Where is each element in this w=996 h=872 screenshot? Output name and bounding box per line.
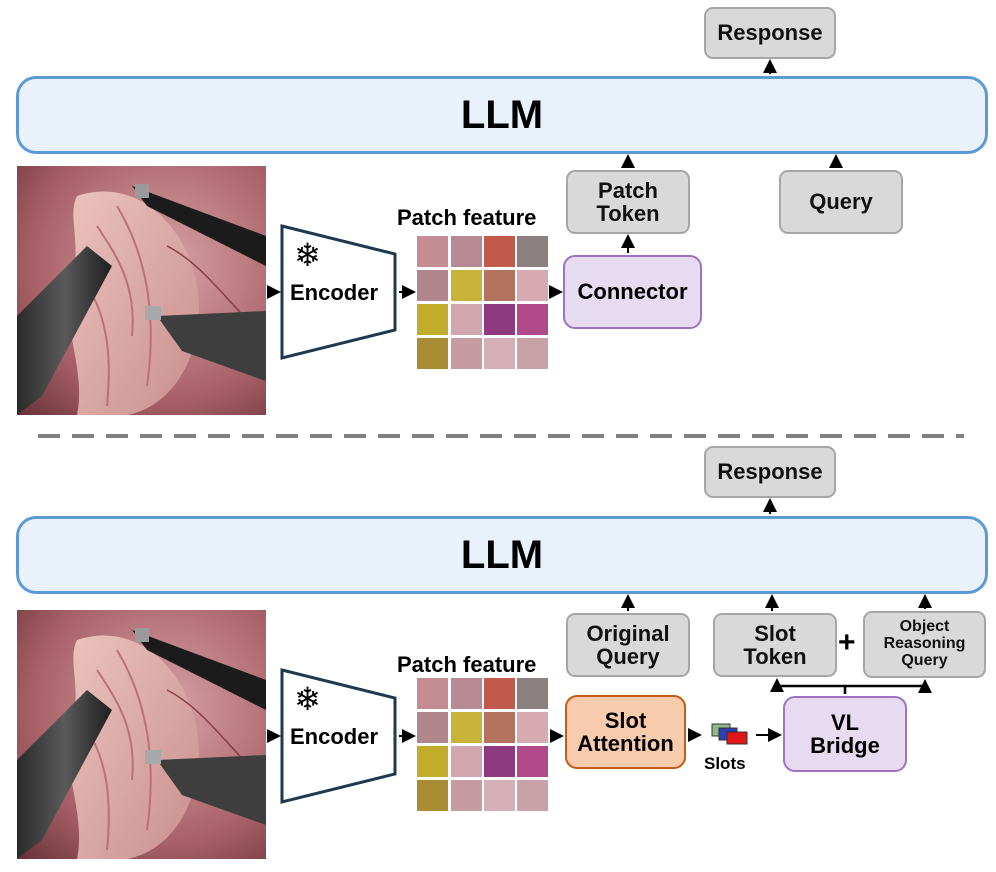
patch-cell bbox=[451, 746, 482, 777]
patch-cell bbox=[517, 304, 548, 335]
bottom-object-reasoning-query-label: Object Reasoning Query bbox=[883, 618, 966, 669]
bottom-vl-bridge-box: VL Bridge bbox=[783, 696, 907, 772]
bottom-patch-feature-label: Patch feature bbox=[397, 652, 537, 677]
patch-cell bbox=[451, 780, 482, 811]
bottom-surgical-image bbox=[17, 610, 266, 859]
top-llm-box: LLM bbox=[16, 76, 988, 154]
patch-cell bbox=[484, 780, 515, 811]
patch-cell bbox=[484, 270, 515, 301]
bottom-response-box: Response bbox=[704, 446, 836, 498]
top-snowflake-icon: ❄ bbox=[294, 237, 321, 273]
patch-cell bbox=[517, 746, 548, 777]
top-surgical-image bbox=[17, 166, 266, 415]
bottom-original-query-box: Original Query bbox=[566, 613, 690, 677]
top-patch-token-label: Patch Token bbox=[596, 177, 660, 226]
top-encoder-label: Encoder bbox=[290, 280, 379, 305]
patch-cell bbox=[517, 338, 548, 369]
patch-cell bbox=[451, 270, 482, 301]
patch-cell bbox=[417, 780, 448, 811]
top-query-box: Query bbox=[779, 170, 903, 234]
bottom-slot-token-label: Slot Token bbox=[743, 620, 807, 669]
bottom-patch-grid bbox=[417, 678, 548, 812]
top-patch-token-box: Patch Token bbox=[566, 170, 690, 234]
patch-cell bbox=[484, 746, 515, 777]
bottom-slot-attention-label: Slot Attention bbox=[577, 707, 674, 756]
top-patch-grid bbox=[417, 236, 548, 370]
top-encoder-trapezoid bbox=[280, 224, 397, 360]
bottom-llm-box: LLM bbox=[16, 516, 988, 594]
patch-cell bbox=[417, 712, 448, 743]
bottom-original-query-label: Original Query bbox=[586, 620, 670, 669]
patch-cell bbox=[417, 678, 448, 709]
patch-cell bbox=[417, 236, 448, 267]
patch-cell bbox=[451, 712, 482, 743]
section-divider bbox=[38, 434, 964, 438]
top-surgical-image-drawing bbox=[17, 166, 266, 415]
patch-cell bbox=[417, 304, 448, 335]
patch-cell bbox=[517, 780, 548, 811]
patch-cell bbox=[484, 712, 515, 743]
patch-cell bbox=[484, 678, 515, 709]
bottom-encoder-label: Encoder bbox=[290, 724, 379, 749]
patch-cell bbox=[517, 712, 548, 743]
bottom-surgical-image-drawing bbox=[17, 610, 266, 859]
bottom-slot-token-box: Slot Token bbox=[713, 613, 837, 677]
top-connector-box: Connector bbox=[563, 255, 702, 329]
patch-cell bbox=[451, 338, 482, 369]
top-response-label: Response bbox=[717, 20, 823, 46]
bottom-snowflake-icon: ❄ bbox=[294, 681, 321, 717]
bottom-vl-bridge-label: VL Bridge bbox=[810, 709, 880, 758]
slots-label: Slots bbox=[704, 754, 746, 773]
patch-cell bbox=[517, 678, 548, 709]
patch-cell bbox=[417, 270, 448, 301]
top-query-label: Query bbox=[809, 189, 873, 215]
top-patch-feature-label: Patch feature bbox=[397, 205, 537, 230]
patch-cell bbox=[517, 236, 548, 267]
top-connector-label: Connector bbox=[577, 279, 688, 305]
patch-cell bbox=[484, 304, 515, 335]
bottom-slot-attention-box: Slot Attention bbox=[565, 695, 686, 769]
bottom-encoder-trapezoid bbox=[280, 668, 397, 804]
bottom-object-reasoning-query-box: Object Reasoning Query bbox=[863, 611, 986, 678]
patch-cell bbox=[451, 678, 482, 709]
bottom-llm-label: LLM bbox=[460, 533, 544, 577]
patch-cell bbox=[484, 338, 515, 369]
top-response-box: Response bbox=[704, 7, 836, 59]
patch-cell bbox=[417, 338, 448, 369]
patch-cell bbox=[417, 746, 448, 777]
bottom-response-label: Response bbox=[717, 459, 823, 485]
patch-cell bbox=[451, 304, 482, 335]
patch-cell bbox=[517, 270, 548, 301]
plus-sign: + bbox=[838, 626, 856, 659]
top-llm-label: LLM bbox=[460, 93, 544, 137]
patch-cell bbox=[484, 236, 515, 267]
slots-icon bbox=[711, 723, 748, 745]
patch-cell bbox=[451, 236, 482, 267]
